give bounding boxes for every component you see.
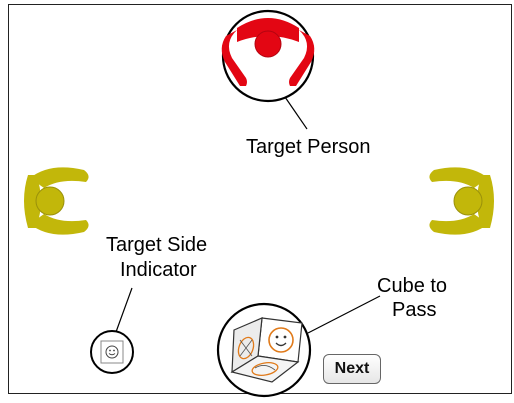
cube-drawing — [230, 317, 303, 383]
next-button[interactable]: Next — [323, 354, 381, 384]
target-person-pointer — [284, 96, 308, 130]
target-side-indicator — [90, 330, 134, 374]
target-person-label: Target Person — [246, 136, 371, 158]
target-person[interactable] — [221, 9, 315, 103]
target-side-indicator-pointer — [115, 287, 133, 333]
target-side-indicator-label-line2: Indicator — [120, 259, 197, 281]
cube-to-pass-label-line2: Pass — [392, 299, 437, 321]
cube-to-pass-label-line1: Cube to — [377, 275, 448, 297]
cube-side-pattern-icon — [237, 336, 255, 360]
right-person[interactable] — [429, 167, 494, 235]
cube-bottom-pattern-icon — [251, 362, 279, 376]
smiley-icon — [105, 345, 119, 359]
cube-pointer — [307, 295, 381, 334]
left-person[interactable] — [24, 167, 89, 235]
cube-smiley-icon — [268, 327, 294, 353]
target-side-indicator-label-line1: Target Side — [106, 234, 208, 256]
cube-to-pass[interactable] — [216, 302, 312, 398]
target-person-figure — [221, 18, 315, 86]
